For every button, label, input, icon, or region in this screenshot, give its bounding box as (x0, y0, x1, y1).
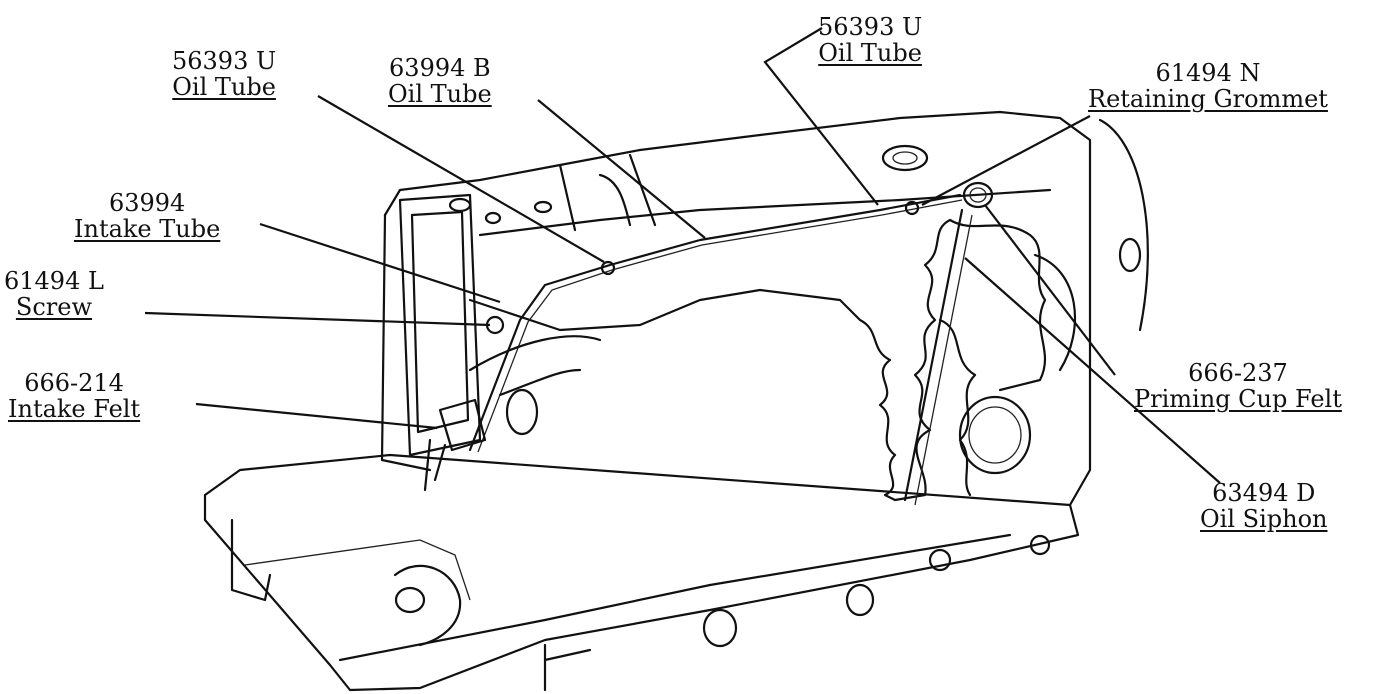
part-number: 61494 L (4, 267, 104, 295)
part-name: Oil Tube (172, 73, 276, 101)
label-intake-felt: 666-214 Intake Felt (8, 370, 140, 422)
part-name: Intake Felt (8, 395, 141, 423)
label-retaining-grommet: 61494 N Retaining Grommet (1088, 60, 1328, 112)
label-priming-cup-felt: 666-237 Priming Cup Felt (1134, 360, 1342, 412)
part-name: Oil Tube (818, 39, 922, 67)
cutaway-window (468, 218, 952, 502)
label-intake-tube: 63994 Intake Tube (74, 190, 220, 242)
part-name: Oil Siphon (1200, 505, 1328, 533)
machine-bed (203, 453, 1080, 692)
part-number: 63494 D (1212, 479, 1316, 507)
part-name: Intake Tube (74, 215, 221, 243)
part-number: 61494 N (1155, 59, 1261, 87)
part-number: 56393 U (172, 47, 277, 75)
part-name: Screw (15, 293, 93, 321)
label-oil-tube-left: 56393 U Oil Tube (172, 48, 276, 100)
part-name: Priming Cup Felt (1134, 385, 1342, 413)
label-oil-tube-top: 56393 U Oil Tube (818, 14, 922, 66)
part-number: 63994 (108, 189, 186, 217)
part-number: 63994 B (389, 54, 491, 82)
part-name: Oil Tube (388, 80, 492, 108)
part-number: 666-214 (24, 369, 124, 397)
label-screw: 61494 L Screw (4, 268, 104, 320)
part-number: 666-237 (1188, 359, 1288, 387)
part-number: 56393 U (818, 13, 923, 41)
leader-lines (144, 27, 1221, 484)
oil-tube-line (468, 193, 962, 452)
part-name: Retaining Grommet (1088, 85, 1328, 113)
label-oil-tube-middle: 63994 B Oil Tube (388, 55, 492, 107)
label-oil-siphon: 63494 D Oil Siphon (1200, 480, 1328, 532)
